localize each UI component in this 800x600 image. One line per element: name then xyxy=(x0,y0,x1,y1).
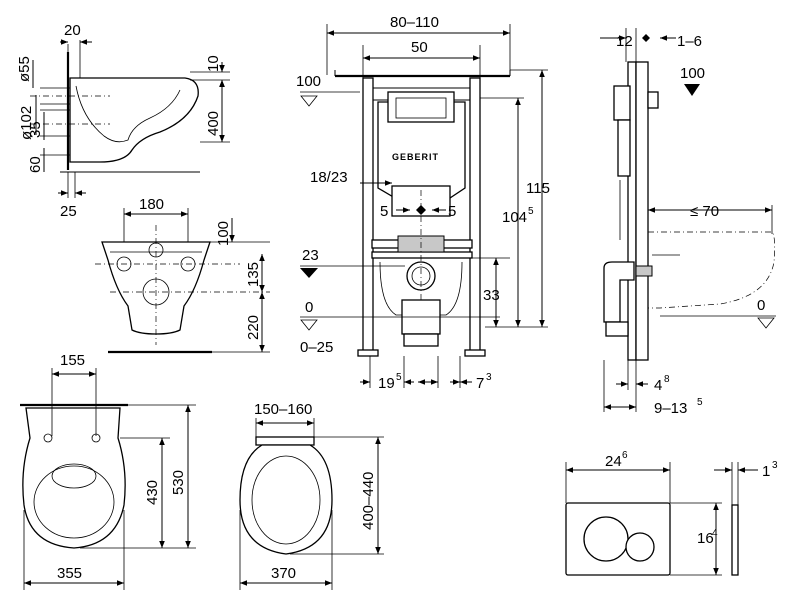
bowl-side-view: 20 ø55 ø102 35 60 10 400 25 xyxy=(16,22,230,220)
dim-1-6: 1–6 xyxy=(677,33,702,50)
dim-150-160: 150–160 xyxy=(254,401,312,418)
dim-16-sup: 4 xyxy=(712,528,718,539)
dim-35: 35 xyxy=(27,121,44,138)
dim-9-13-sup: 5 xyxy=(697,397,703,408)
dim-104-sup: 5 xyxy=(528,206,534,217)
dim-60: 60 xyxy=(27,156,44,173)
dim-155: 155 xyxy=(60,352,85,369)
dim-19-sup: 5 xyxy=(396,372,402,383)
dim-100-side: 100 xyxy=(680,65,705,82)
dim-4-sup: 8 xyxy=(664,374,670,385)
dim-12: 12 xyxy=(616,33,633,50)
dim-18-23: 18/23 xyxy=(310,169,348,186)
dim-19: 19 xyxy=(378,375,395,392)
dim-le70: ≤ 70 xyxy=(690,203,719,220)
dim-5-left: 5 xyxy=(380,203,388,220)
geberit-logo: GEBERIT xyxy=(392,152,439,162)
dim-0-level: 0 xyxy=(305,299,313,316)
frame-front-view: GEBERIT 80–110 50 100 18/23 xyxy=(296,14,550,392)
dim-0-side: 0 xyxy=(757,297,765,314)
dim-7: 7 xyxy=(476,375,484,392)
dim-400-440: 400–440 xyxy=(360,472,377,530)
dim-370: 370 xyxy=(271,565,296,582)
dim-7-sup: 3 xyxy=(486,372,492,383)
dim-115: 115 xyxy=(526,180,550,197)
dim-25: 25 xyxy=(60,203,77,220)
dim-80-110: 80–110 xyxy=(390,14,439,31)
dim-50: 50 xyxy=(411,39,428,56)
dim-430: 430 xyxy=(144,480,161,505)
dim-135: 135 xyxy=(245,262,262,287)
dim-23: 23 xyxy=(302,247,319,264)
lid-top-view: 150–160 400–440 370 xyxy=(239,401,384,590)
dim-220: 220 xyxy=(245,315,262,340)
dim-4: 4 xyxy=(654,377,662,394)
dim-100: 100 xyxy=(215,221,232,246)
dim-d55: ø55 xyxy=(16,56,33,82)
dim-104: 104 xyxy=(502,209,527,226)
dim-0-25: 0–25 xyxy=(300,339,333,356)
dim-33: 33 xyxy=(483,287,500,304)
dim-20: 20 xyxy=(64,22,81,39)
dim-16: 16 xyxy=(697,530,714,547)
dim-1: 1 xyxy=(762,463,770,480)
dim-355: 355 xyxy=(57,565,82,582)
dim-530: 530 xyxy=(170,470,187,495)
bowl-front-view: 180 100 135 220 xyxy=(95,196,270,354)
seat-top-view: 155 430 530 355 xyxy=(20,352,196,590)
frame-side-view: 12 1–6 100 ≤ 70 0 4 8 9–13 5 xyxy=(600,28,776,417)
dim-1-sup: 3 xyxy=(772,460,778,471)
dim-5-right: 5 xyxy=(448,203,456,220)
dim-24-sup: 6 xyxy=(622,450,628,461)
dim-100-level: 100 xyxy=(296,73,321,90)
dim-10: 10 xyxy=(205,55,222,72)
dim-24: 24 xyxy=(605,453,622,470)
dim-9-13: 9–13 xyxy=(654,400,687,417)
dim-400: 400 xyxy=(205,111,222,136)
dim-180: 180 xyxy=(139,196,164,213)
flush-plate-view: 24 6 16 4 1 3 xyxy=(565,450,778,576)
dim-d102: ø102 xyxy=(18,106,35,140)
